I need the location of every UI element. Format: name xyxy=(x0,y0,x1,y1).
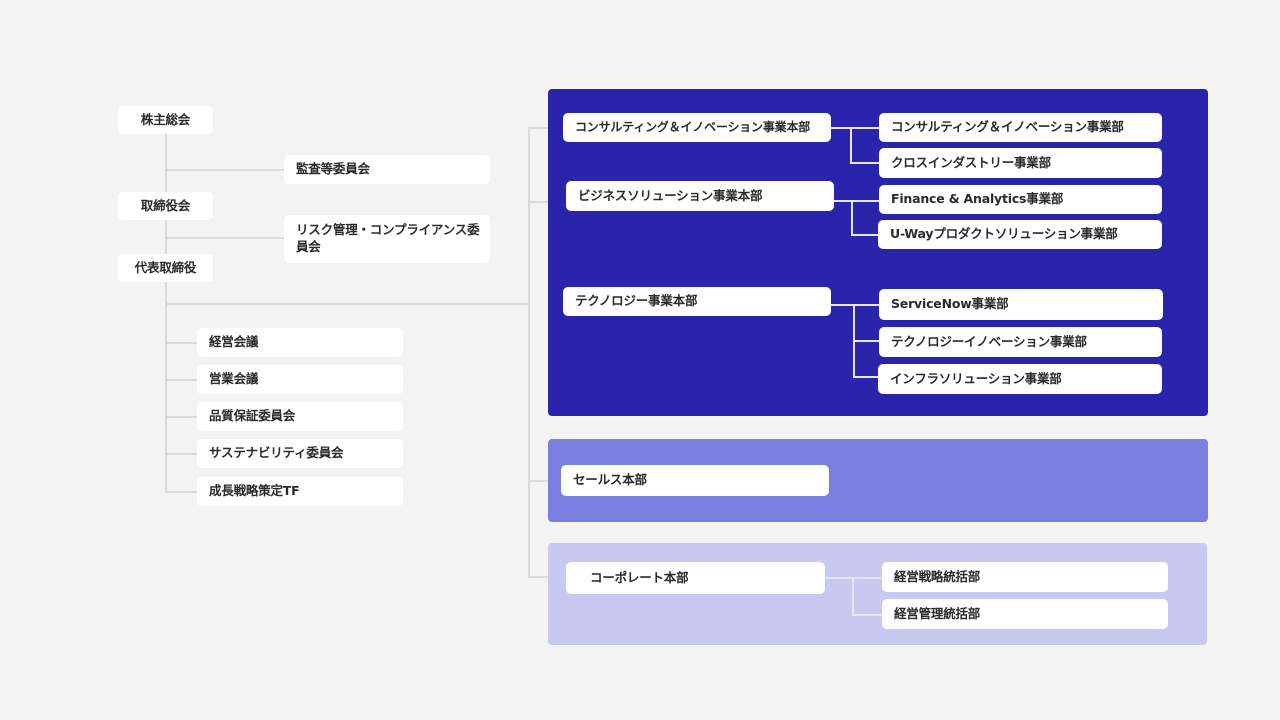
hq-sales-box[interactable]: セールス本部 xyxy=(561,465,829,496)
shareholders-meeting-label: 株主総会 xyxy=(140,111,191,127)
connector-consulting-div2 xyxy=(850,162,879,164)
hq-business-solution-box[interactable]: ビジネスソリューション事業本部 xyxy=(566,181,834,211)
connector-technology-div3 xyxy=(853,376,880,378)
meeting-box[interactable]: 品質保証委員会 xyxy=(197,402,403,431)
division-box[interactable]: Finance & Analytics事業部 xyxy=(879,185,1162,214)
division-label: 経営戦略統括部 xyxy=(894,568,981,584)
division-label: 経営管理統括部 xyxy=(894,605,981,621)
division-label: U-Wayプロダクトソリューション事業部 xyxy=(890,226,1118,242)
shareholders-meeting-box[interactable]: 株主総会 xyxy=(118,106,213,134)
meeting-box[interactable]: 経営会議 xyxy=(197,328,403,357)
branch-hq-sales xyxy=(529,480,549,482)
division-box[interactable]: U-Wayプロダクトソリューション事業部 xyxy=(878,220,1162,249)
hq-corporate-box[interactable]: コーポレート本部 xyxy=(566,562,825,594)
meeting-label: 品質保証委員会 xyxy=(209,408,296,424)
connector-business-vertical xyxy=(851,200,853,235)
branch-hq-corporate xyxy=(529,576,549,578)
hq-label: コンサルティング＆イノベーション事業本部 xyxy=(575,120,811,135)
board-of-directors-box[interactable]: 取締役会 xyxy=(118,192,213,220)
division-box[interactable]: コンサルティング＆イノベーション事業部 xyxy=(879,113,1162,142)
hq-label: コーポレート本部 xyxy=(590,569,689,585)
branch-hq-consulting xyxy=(529,127,549,129)
division-box[interactable]: テクノロジーイノベーション事業部 xyxy=(879,327,1162,357)
connector-corporate-vertical xyxy=(852,577,854,615)
connector-audit-committee xyxy=(166,169,284,171)
hq-label: セールス本部 xyxy=(573,472,647,488)
connector-meeting-5 xyxy=(166,491,198,493)
division-label: ServiceNow事業部 xyxy=(891,296,1009,312)
connector-meeting-2 xyxy=(166,379,198,381)
connector-meeting-3 xyxy=(166,416,198,418)
hq-label: テクノロジー事業本部 xyxy=(575,293,698,309)
business-panel xyxy=(548,89,1208,416)
connector-business-divisions xyxy=(833,200,879,202)
branch-hq-business xyxy=(529,201,549,203)
corporate-panel xyxy=(548,543,1207,645)
audit-committee-label: 監査等委員会 xyxy=(296,161,370,177)
connector-risk-committee xyxy=(166,237,284,239)
connector-meeting-1 xyxy=(166,342,198,344)
division-label: クロスインダストリー事業部 xyxy=(891,154,1051,170)
division-box[interactable]: クロスインダストリー事業部 xyxy=(879,148,1162,178)
meeting-label: 成長戦略策定TF xyxy=(209,483,300,499)
meeting-label: 営業会議 xyxy=(209,371,259,387)
risk-compliance-committee-label: リスク管理・コンプライアンス委員会 xyxy=(296,222,480,254)
board-of-directors-label: 取締役会 xyxy=(140,197,191,213)
division-label: インフラソリューション事業部 xyxy=(890,370,1062,386)
connector-meeting-4 xyxy=(166,453,198,455)
meeting-box[interactable]: 成長戦略策定TF xyxy=(197,477,403,506)
division-label: コンサルティング＆イノベーション事業部 xyxy=(891,119,1124,135)
division-box[interactable]: 経営管理統括部 xyxy=(882,599,1168,629)
hq-technology-box[interactable]: テクノロジー事業本部 xyxy=(563,287,831,316)
division-label: Finance & Analytics事業部 xyxy=(891,191,1064,207)
connector-consulting-vertical xyxy=(850,127,852,163)
connector-technology-div2 xyxy=(853,340,880,342)
connector-business-div2 xyxy=(851,234,879,236)
spine-line-governance xyxy=(165,133,167,493)
connector-corporate-div2 xyxy=(852,614,882,616)
audit-committee-box[interactable]: 監査等委員会 xyxy=(284,155,490,184)
meeting-label: 経営会議 xyxy=(209,334,259,350)
meeting-label: サステナビリティ委員会 xyxy=(209,445,344,461)
representative-director-label: 代表取締役 xyxy=(134,259,197,275)
meeting-box[interactable]: サステナビリティ委員会 xyxy=(197,439,403,468)
connector-consulting-divisions xyxy=(831,127,879,129)
connector-to-headquarters xyxy=(166,303,530,305)
connector-technology-divisions xyxy=(830,304,880,306)
hq-label: ビジネスソリューション事業本部 xyxy=(578,187,763,203)
meeting-box[interactable]: 営業会議 xyxy=(197,365,403,394)
representative-director-box[interactable]: 代表取締役 xyxy=(118,254,213,282)
division-box[interactable]: 経営戦略統括部 xyxy=(882,562,1168,592)
hq-consulting-innovation-box[interactable]: コンサルティング＆イノベーション事業本部 xyxy=(563,113,831,142)
division-label: テクノロジーイノベーション事業部 xyxy=(891,333,1087,349)
division-box[interactable]: ServiceNow事業部 xyxy=(879,289,1163,320)
trunk-line-headquarters xyxy=(528,127,530,578)
risk-compliance-committee-box[interactable]: リスク管理・コンプライアンス委員会 xyxy=(284,215,490,263)
division-box[interactable]: インフラソリューション事業部 xyxy=(878,364,1162,394)
